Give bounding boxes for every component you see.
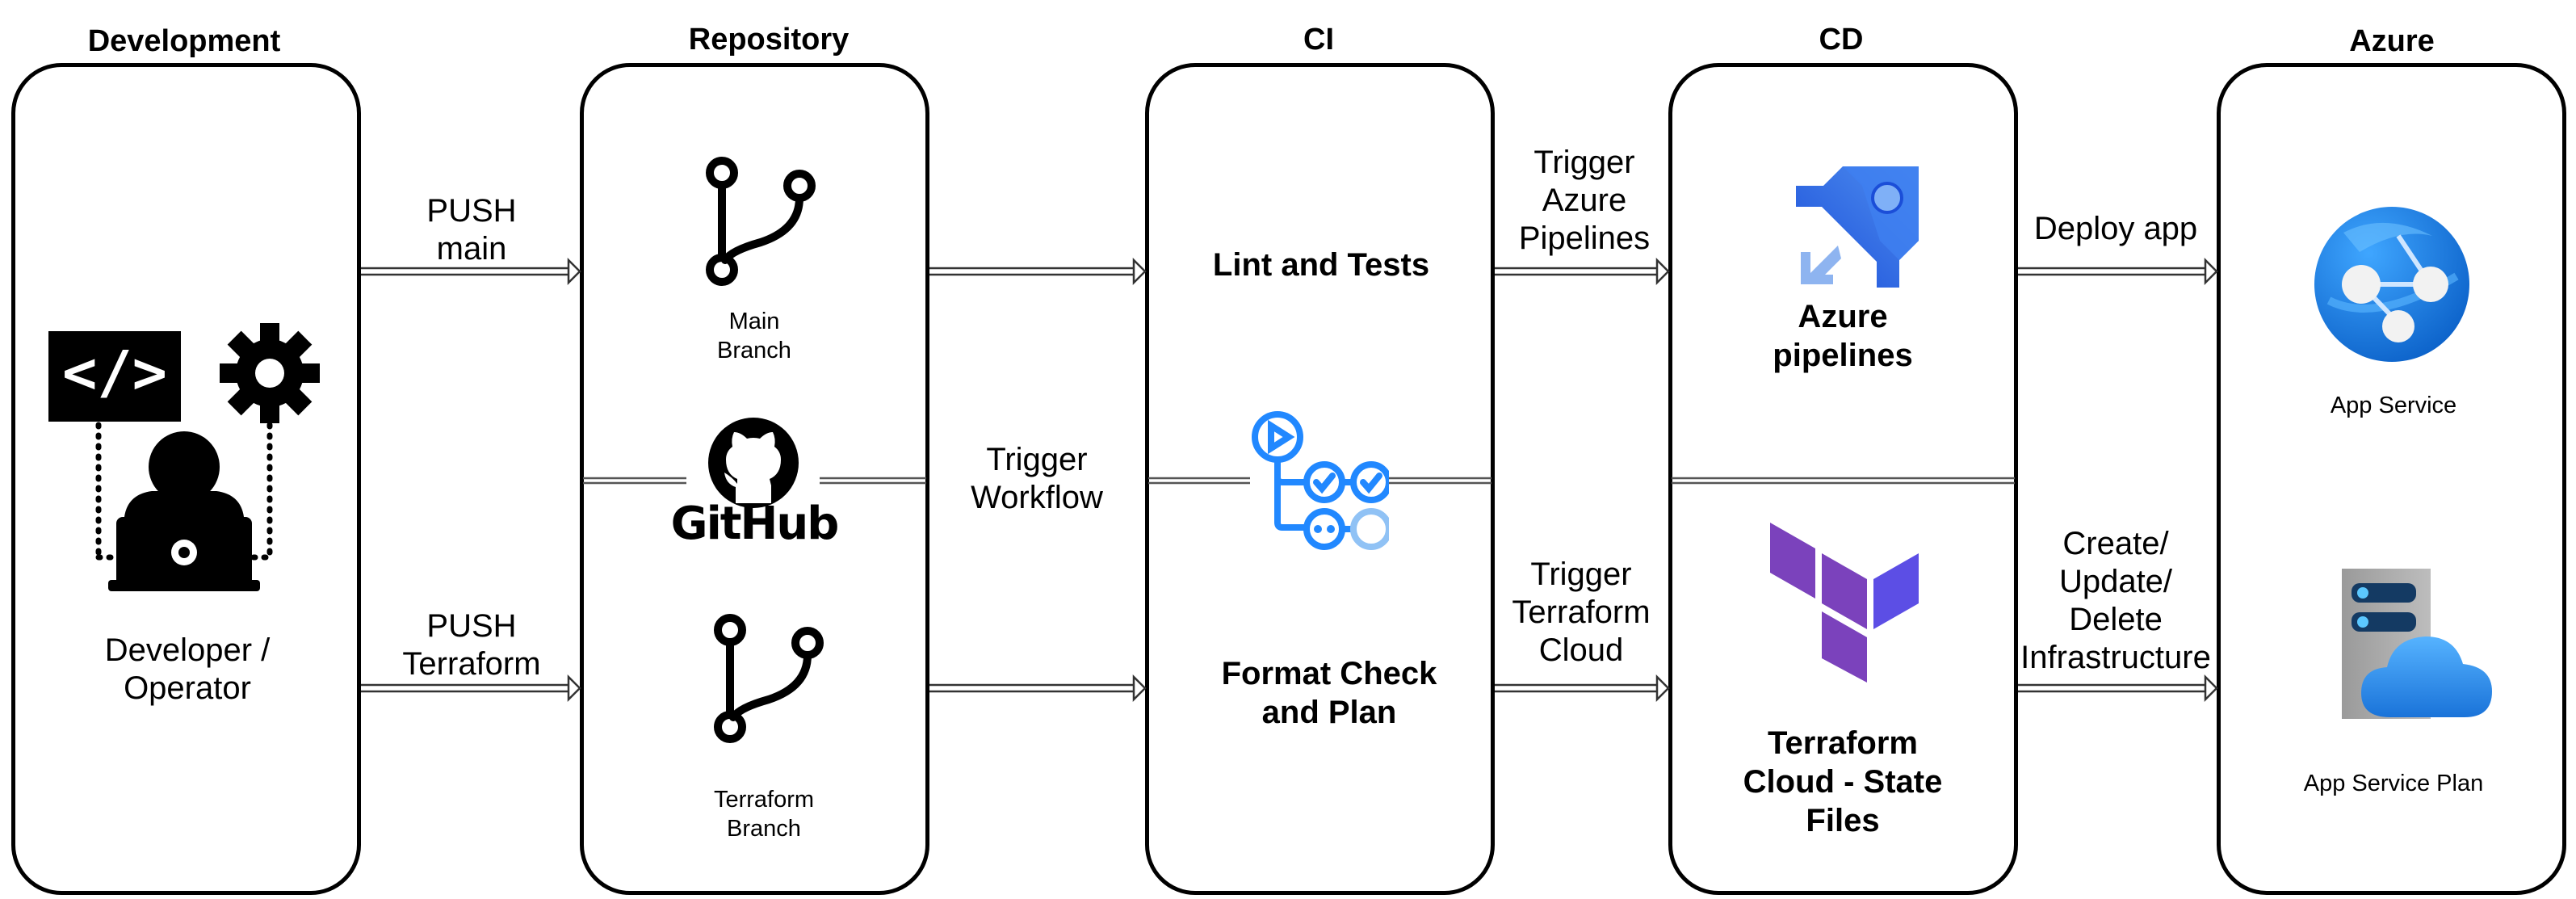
middle-separator-lines — [583, 477, 2015, 485]
arrow-repo-to-ci-main — [929, 257, 1147, 286]
github-wordmark: GitHub — [670, 498, 840, 550]
lint-tests-label: Lint and Tests — [1212, 247, 1430, 283]
app-service-plan-icon — [2342, 569, 2492, 719]
column-title-azure: Azure — [2349, 24, 2435, 58]
developer-operator-icon: </> — [48, 323, 320, 591]
main-branch-icon — [706, 157, 816, 286]
column-title-development: Development — [87, 24, 281, 58]
terraform-branch-icon — [714, 614, 824, 743]
app-service-icon — [2314, 207, 2469, 362]
terraform-cloud-icon — [1770, 523, 1919, 683]
app-service-plan-label: App Service Plan — [2303, 771, 2484, 796]
column-title-repository: Repository — [688, 23, 850, 57]
svg-text:</>: </> — [62, 338, 167, 406]
edge-label-deploy-app: Deploy app — [2033, 211, 2198, 246]
column-title-cd: CD — [1819, 23, 1864, 57]
arrow-ci-to-cd-main — [1495, 257, 1670, 286]
arrow-cd-to-azure-main — [2018, 257, 2218, 286]
azure-pipelines-icon — [1796, 166, 1919, 288]
azure-box — [2217, 63, 2566, 895]
arrow-repo-to-ci-terraform — [929, 674, 1147, 703]
arrow-dev-to-repo-main — [361, 257, 581, 286]
developer-operator-label: Developer /Operator — [104, 632, 271, 706]
arrow-cd-to-azure-terraform — [2018, 674, 2218, 703]
arrow-ci-to-cd-terraform — [1495, 674, 1670, 703]
github-logo-icon — [708, 418, 799, 508]
github-actions-icon — [1252, 411, 1389, 550]
app-service-label: App Service — [2330, 393, 2457, 418]
arrow-dev-to-repo-terraform — [361, 674, 581, 703]
column-title-ci: CI — [1303, 23, 1334, 57]
